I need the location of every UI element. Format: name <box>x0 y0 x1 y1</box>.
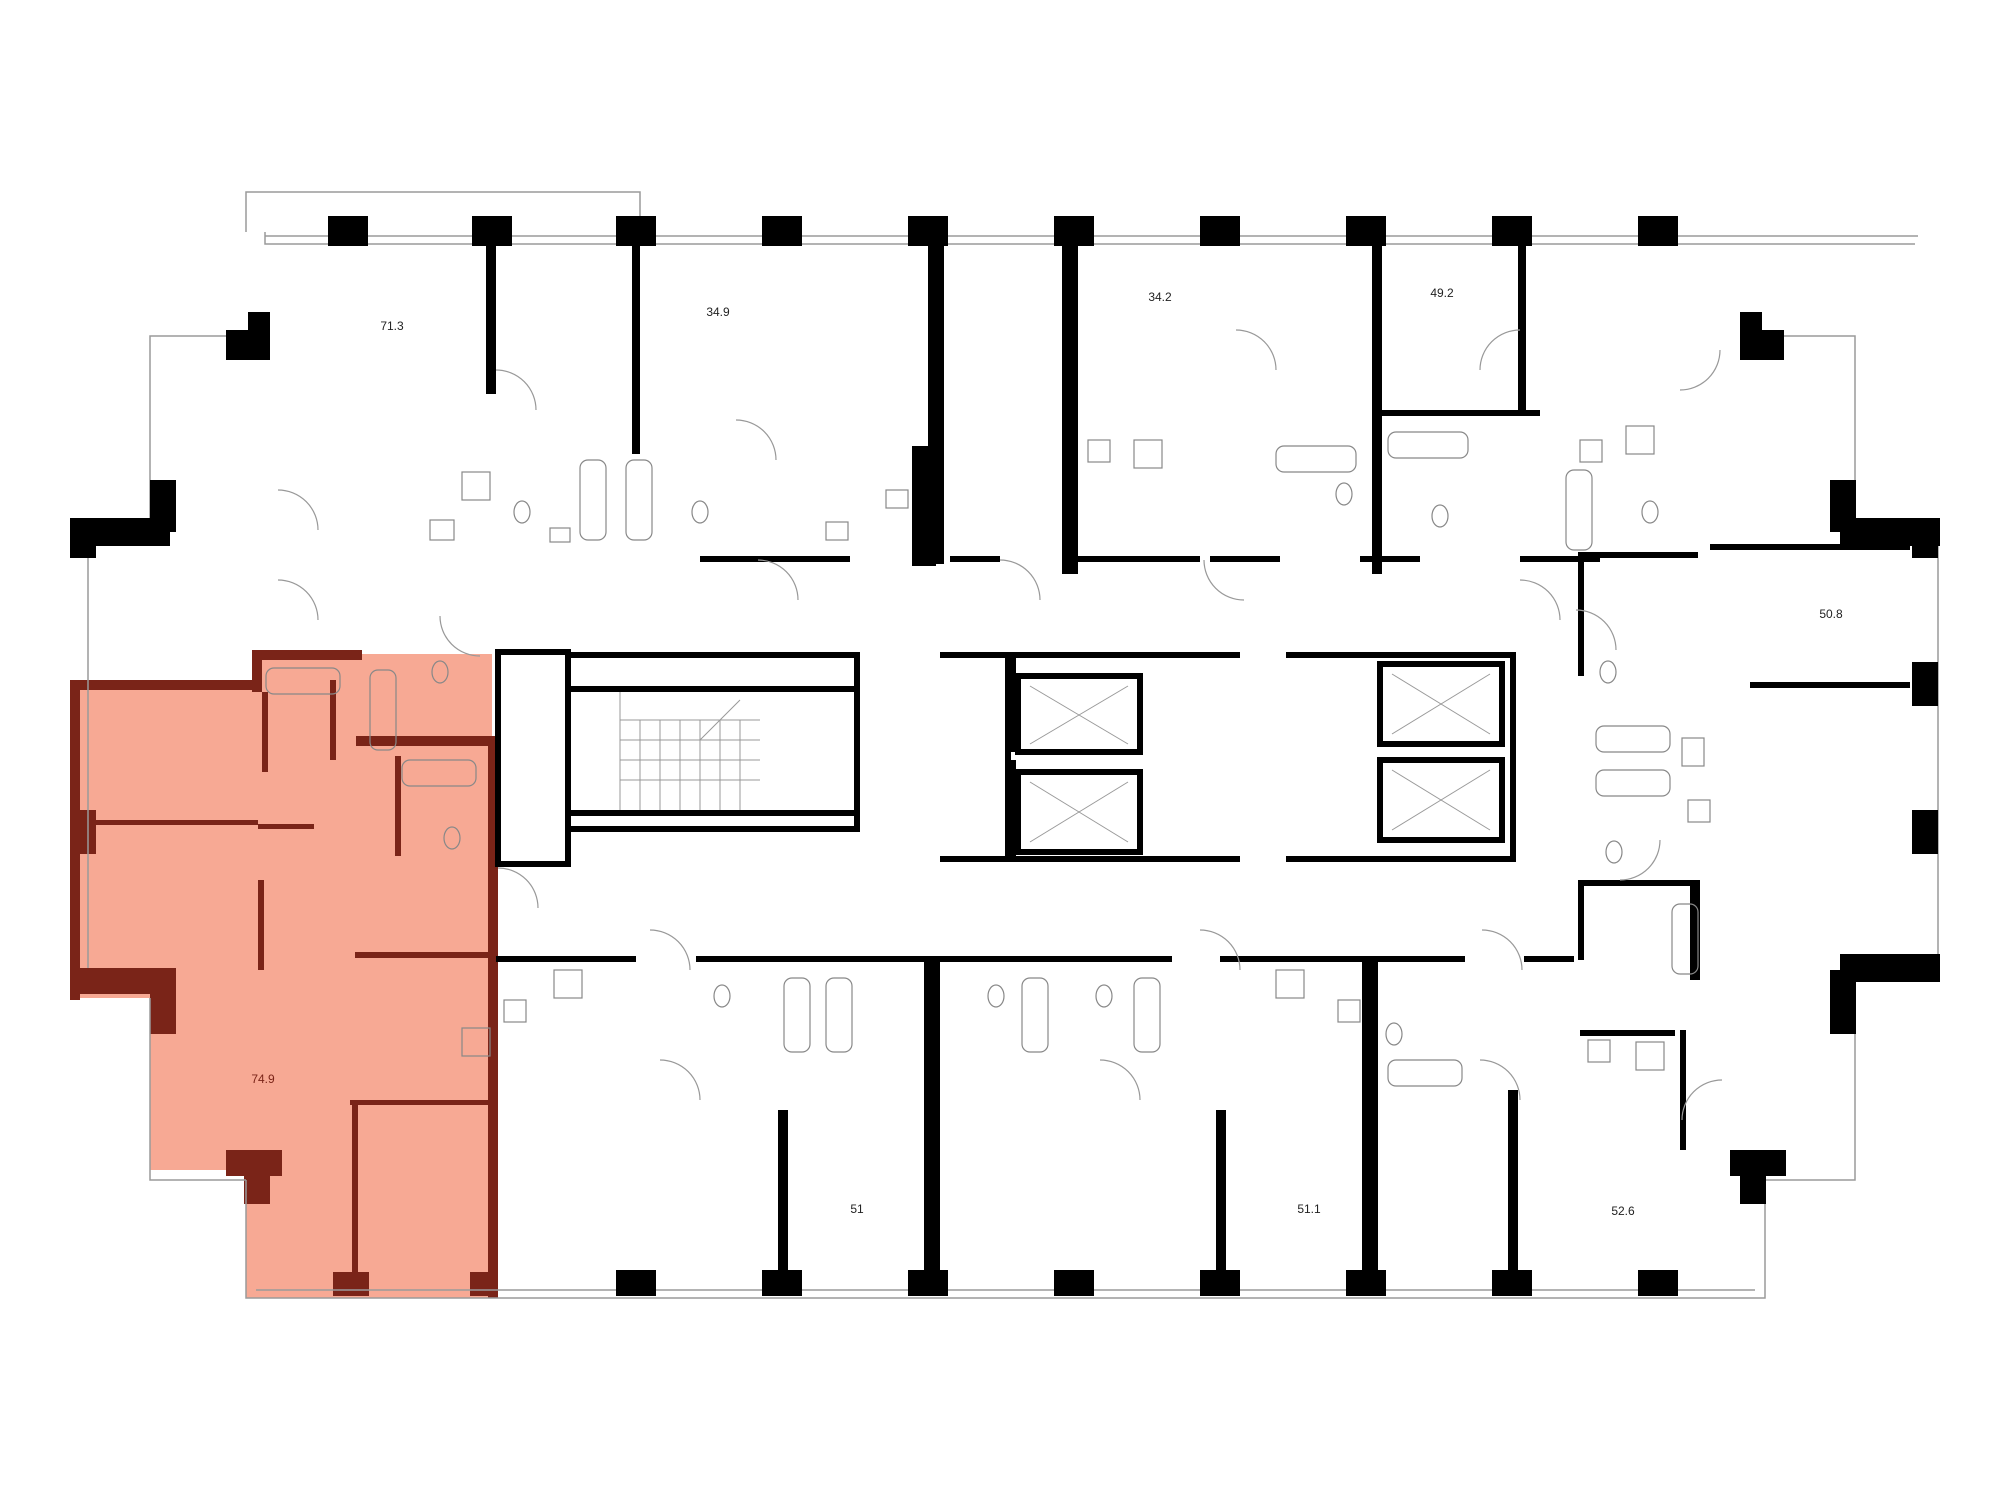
bathtub-icon <box>1275 445 1357 473</box>
elevator-3 <box>1377 661 1505 747</box>
bathtub-icon <box>1565 469 1593 551</box>
toilet-icon <box>431 482 1659 1046</box>
bathtub-icon <box>1387 431 1469 459</box>
bathtub-icon <box>1595 725 1671 753</box>
sink-icon <box>429 439 1711 1063</box>
apartment-area-label[interactable]: 50.8 <box>1819 607 1843 621</box>
doors <box>277 329 1723 1121</box>
bathtub-icon <box>1671 903 1699 975</box>
apartment-labels: 71.3 34.9 34.2 49.2 50.8 74.9 51 51.1 52… <box>251 286 1843 1218</box>
selected-apartment-highlight[interactable] <box>70 650 498 1298</box>
bathtub-icon <box>369 669 397 751</box>
apartment-area-label[interactable]: 34.2 <box>1148 290 1172 304</box>
selected-apartment-area-label[interactable]: 74.9 <box>251 1072 275 1086</box>
apartment-area-label[interactable]: 52.6 <box>1611 1204 1635 1218</box>
bathtub-icon <box>579 459 607 541</box>
staircase <box>619 692 760 810</box>
apartment-area-label[interactable]: 51.1 <box>1297 1202 1321 1216</box>
elevator-cross-marks <box>1029 673 1491 843</box>
bathtub-icon <box>1133 977 1161 1053</box>
apartment-area-label[interactable]: 51 <box>850 1202 864 1216</box>
apartment-area-label[interactable]: 49.2 <box>1430 286 1454 300</box>
bathtub-icon <box>265 667 341 695</box>
bathtub-icon <box>825 977 853 1053</box>
elevator-shafts <box>1015 661 1505 855</box>
selected-apartment-walls <box>70 650 498 1298</box>
structural-walls <box>70 216 1940 1296</box>
bathtub-icon <box>1021 977 1049 1053</box>
bathtub-icon <box>401 759 477 787</box>
bathtub-icon <box>1387 1059 1463 1087</box>
bathtub-icon <box>783 977 811 1053</box>
core-wall <box>495 649 571 867</box>
building-core <box>495 649 1505 867</box>
bathtub-icon <box>1595 769 1671 797</box>
selected-apartment-fill[interactable] <box>75 654 496 1298</box>
stove-icon <box>461 425 1705 1071</box>
bathtub-icon <box>625 459 653 541</box>
apartment-area-label[interactable]: 71.3 <box>380 319 404 333</box>
fixtures <box>265 425 1711 1087</box>
apartment-area-label[interactable]: 34.9 <box>706 305 730 319</box>
